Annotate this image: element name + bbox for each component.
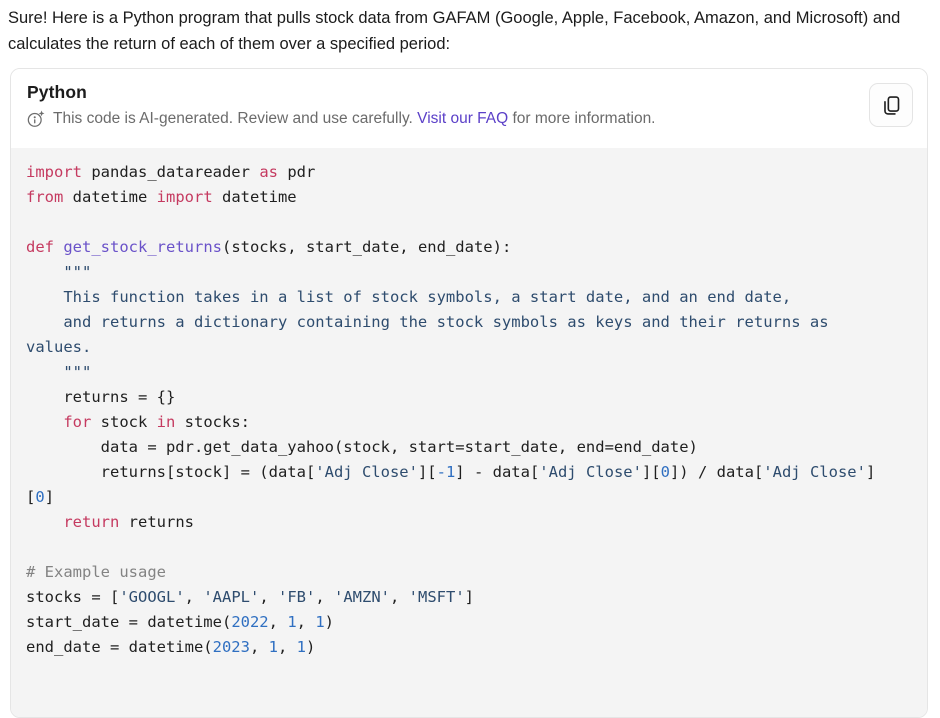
code-line — [26, 535, 913, 560]
code-line: for stock in stocks: — [63, 413, 250, 431]
copy-icon — [880, 94, 903, 117]
code-language-label: Python — [27, 82, 87, 102]
ai-disclaimer: This code is AI-generated. Review and us… — [27, 110, 911, 128]
code-line: def get_stock_returns(stocks, start_date… — [26, 238, 512, 256]
disclaimer-text-after: for more information. — [508, 110, 656, 127]
code-line: """ — [26, 263, 92, 281]
code-line: start_date = datetime(2022, 1, 1) — [26, 613, 335, 631]
code-line: [0] — [26, 488, 55, 506]
disclaimer-text: This code is AI-generated. Review and us… — [53, 110, 656, 128]
code-line: from datetime import datetime — [26, 188, 297, 206]
code-line: end_date = datetime(2023, 1, 1) — [26, 638, 316, 656]
code-line: values. — [26, 338, 92, 356]
code-line: returns = {} — [26, 388, 176, 406]
code-line: return returns — [63, 513, 194, 531]
code-line: returns[stock] = (data['Adj Close'][-1] … — [26, 463, 876, 481]
code-editor: import pandas_datareader as pdr from date… — [11, 148, 927, 717]
code-line: This function takes in a list of stock s… — [26, 288, 792, 306]
code-line: """ — [26, 363, 92, 381]
code-line: # Example usage — [26, 563, 166, 581]
ai-generated-info-sparkle-icon — [27, 110, 45, 128]
copy-code-button[interactable] — [869, 83, 913, 127]
code-line: import pandas_datareader as pdr — [26, 163, 316, 181]
code-line — [26, 210, 913, 235]
code-line: stocks = ['GOOGL', 'AAPL', 'FB', 'AMZN',… — [26, 588, 475, 606]
disclaimer-text-before: This code is AI-generated. Review and us… — [53, 110, 418, 127]
code-line: data = pdr.get_data_yahoo(stock, start=s… — [26, 438, 698, 456]
code-lines: import pandas_datareader as pdr from date… — [26, 160, 913, 660]
code-block-header: Python This code is AI-generated. Review… — [11, 69, 927, 148]
code-line: and returns a dictionary containing the … — [26, 313, 829, 331]
faq-link[interactable]: Visit our FAQ — [417, 110, 509, 127]
assistant-message-text: Sure! Here is a Python program that pull… — [8, 9, 901, 53]
code-block-card: Python This code is AI-generated. Review… — [10, 68, 928, 718]
